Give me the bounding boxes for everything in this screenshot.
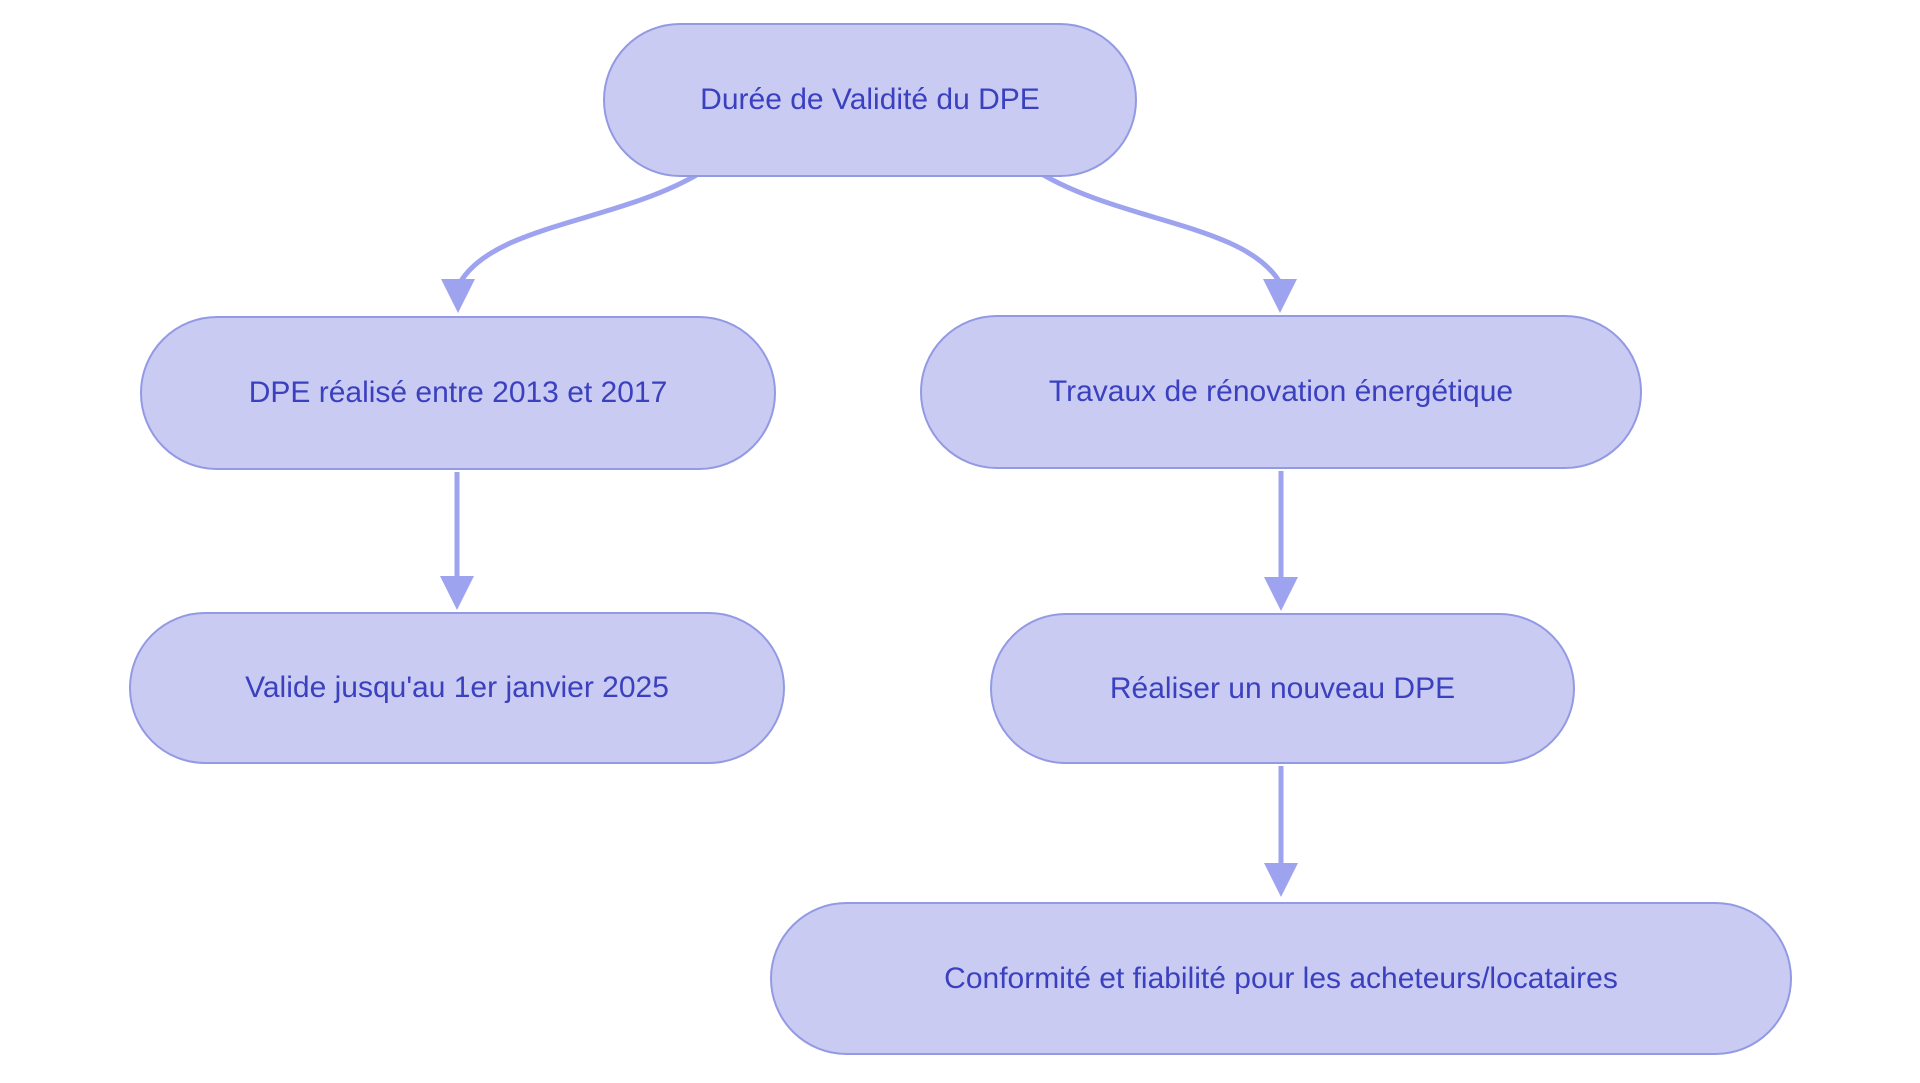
node-label: Conformité et fiabilité pour les acheteu… xyxy=(944,961,1618,995)
flowchart-node-conformite: Conformité et fiabilité pour les acheteu… xyxy=(770,902,1792,1055)
edge-root-left1 xyxy=(441,170,703,313)
edge-right2-right3 xyxy=(1264,766,1298,897)
arrowhead-icon xyxy=(441,279,475,313)
node-label: Travaux de rénovation énergétique xyxy=(1048,375,1514,408)
arrowhead-icon xyxy=(1264,577,1298,611)
flowchart-node-travaux-renovation: Travaux de rénovation énergétique xyxy=(920,315,1642,469)
flowchart-node-root: Durée de Validité du DPE xyxy=(603,23,1137,177)
arrowhead-icon xyxy=(1263,279,1297,313)
flowchart-node-nouveau-dpe: Réaliser un nouveau DPE xyxy=(990,613,1575,764)
edge-right1-right2 xyxy=(1264,471,1298,611)
node-label: Réaliser un nouveau DPE xyxy=(1109,671,1456,705)
edge-root-right1 xyxy=(1037,170,1297,313)
flowchart-node-dpe-2013-2017: DPE réalisé entre 2013 et 2017 xyxy=(140,316,776,470)
node-label: DPE réalisé entre 2013 et 2017 xyxy=(248,376,668,409)
arrowhead-icon xyxy=(440,576,474,610)
flowchart-node-valide-2025: Valide jusqu'au 1er janvier 2025 xyxy=(129,612,785,764)
node-label: Valide jusqu'au 1er janvier 2025 xyxy=(245,671,669,704)
edge-left1-left2 xyxy=(440,472,474,610)
node-label: Durée de Validité du DPE xyxy=(700,83,1040,116)
arrowhead-icon xyxy=(1264,863,1298,897)
